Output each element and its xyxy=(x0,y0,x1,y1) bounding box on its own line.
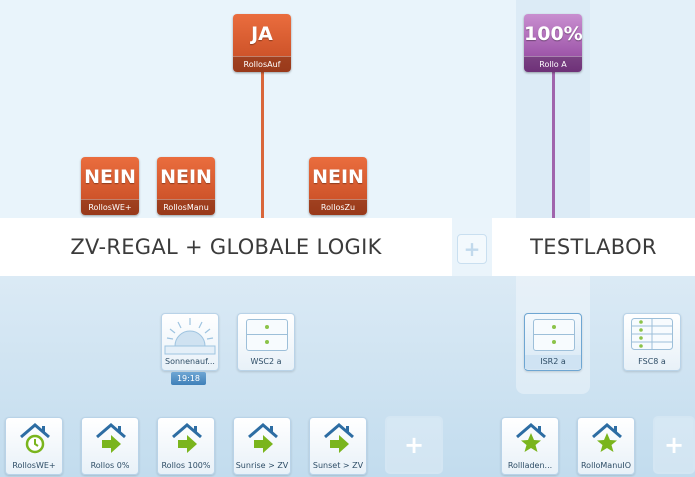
add-scene-button[interactable]: + xyxy=(385,416,443,474)
switch-icon xyxy=(246,319,288,351)
house-arrow-icon xyxy=(324,423,354,453)
multi-switch-icon xyxy=(631,318,673,350)
scene-name: Sunrise > ZV xyxy=(235,461,289,470)
device-name: ISR2 a xyxy=(525,355,581,369)
room-title: TESTLABOR xyxy=(530,235,657,259)
device-wsc2-a[interactable]: WSC2 a xyxy=(237,313,295,371)
scene-rollladen[interactable]: Rollladen... xyxy=(501,417,559,475)
state-value: NEIN xyxy=(84,166,136,188)
scene-rollomanuio[interactable]: RolloManuIO xyxy=(577,417,635,475)
device-isr2-a[interactable]: ISR2 a xyxy=(524,313,582,371)
device-name: WSC2 a xyxy=(250,357,282,366)
room-header-zv-regal[interactable]: ZV-REGAL + GLOBALE LOGIK xyxy=(0,218,452,276)
device-name: FSC8 a xyxy=(638,357,666,366)
house-star-icon xyxy=(516,423,546,452)
state-rollosauf[interactable]: JA RollosAuf xyxy=(233,14,291,72)
device-fsc8-a[interactable]: FSC8 a xyxy=(623,313,681,371)
logic-area-right xyxy=(590,0,695,218)
scene-rolloswe[interactable]: RollosWE+ xyxy=(5,417,63,475)
state-value: NEIN xyxy=(160,166,212,188)
scene-sunset-zv[interactable]: Sunset > ZV xyxy=(309,417,367,475)
add-room-button[interactable]: + xyxy=(457,234,487,264)
state-value: 100% xyxy=(524,23,582,45)
state-name: RollosAuf xyxy=(233,56,291,72)
state-name: RollosManu xyxy=(157,199,215,215)
state-rolloswe[interactable]: NEIN RollosWE+ xyxy=(81,157,139,215)
house-clock-icon xyxy=(20,423,50,454)
house-arrow-icon xyxy=(96,423,126,453)
house-arrow-icon xyxy=(172,423,202,453)
scene-rollos-100[interactable]: Rollos 100% xyxy=(157,417,215,475)
sunrise-icon xyxy=(164,318,216,355)
state-name: Rollo A xyxy=(524,56,582,72)
time-badge: 19:18 xyxy=(171,372,206,385)
plus-icon: + xyxy=(403,431,425,459)
plus-icon: + xyxy=(463,237,481,261)
state-rollosmanu[interactable]: NEIN RollosManu xyxy=(157,157,215,215)
switch-icon xyxy=(533,319,575,351)
plus-icon: + xyxy=(663,431,685,459)
connector-rolloa xyxy=(552,72,555,218)
house-star-icon xyxy=(592,423,622,452)
room-title: ZV-REGAL + GLOBALE LOGIK xyxy=(70,235,382,259)
room-header-testlabor[interactable]: TESTLABOR xyxy=(492,218,695,276)
scene-name: Rollladen... xyxy=(507,461,553,470)
device-name: Sonnenauf... xyxy=(165,357,215,366)
connector-rollosauf xyxy=(261,72,264,218)
state-name: RollosZu xyxy=(309,199,367,215)
state-rolloszu[interactable]: NEIN RollosZu xyxy=(309,157,367,215)
scene-name: Rollos 0% xyxy=(90,461,130,470)
state-value: NEIN xyxy=(312,166,364,188)
scene-name: Sunset > ZV xyxy=(312,461,364,470)
scene-rollos-0[interactable]: Rollos 0% xyxy=(81,417,139,475)
state-rollo-a[interactable]: 100% Rollo A xyxy=(524,14,582,72)
device-sonnenaufgang[interactable]: Sonnenauf... xyxy=(161,313,219,371)
scene-name: RollosWE+ xyxy=(12,461,56,470)
scene-name: RolloManuIO xyxy=(580,461,632,470)
scene-sunrise-zv[interactable]: Sunrise > ZV xyxy=(233,417,291,475)
add-scene-button-testlabor[interactable]: + xyxy=(653,416,695,474)
state-name: RollosWE+ xyxy=(81,199,139,215)
house-arrow-icon xyxy=(248,423,278,453)
scene-name: Rollos 100% xyxy=(161,461,211,470)
state-value: JA xyxy=(251,23,273,45)
